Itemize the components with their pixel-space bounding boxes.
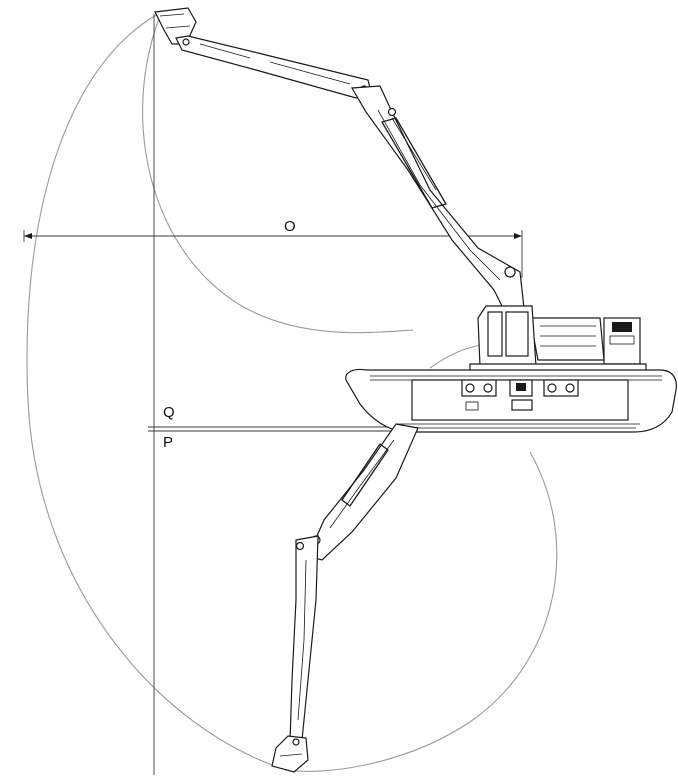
lowered-boom [307,423,419,561]
machine-upper-structure [469,305,647,377]
label-o: O [284,218,296,235]
label-q: Q [163,404,175,421]
cab-window-front [487,311,503,357]
lowered-bucket [271,735,309,773]
inner-upper-arc [142,15,414,334]
pontoon-undercarriage [345,368,677,433]
raised-boom [350,85,525,311]
lowered-boom-and-arm [271,423,419,773]
track-links-bottom [396,423,640,429]
digging-envelope-arc [284,451,558,772]
max-reach-arc [26,13,276,767]
dimension-lines [23,14,523,775]
working-range-arcs [26,13,558,772]
raised-boom-and-arm [154,7,525,311]
pontoon-hatch [511,399,533,411]
raised-boom-cylinder [381,117,447,209]
dimension-o-arrow-right [514,233,522,239]
label-p: P [163,434,173,451]
lowered-boom-cylinder [341,443,389,507]
engine-housing [529,317,605,361]
cab-window-side [505,311,529,357]
dimension-o-arrow-left [24,233,32,239]
